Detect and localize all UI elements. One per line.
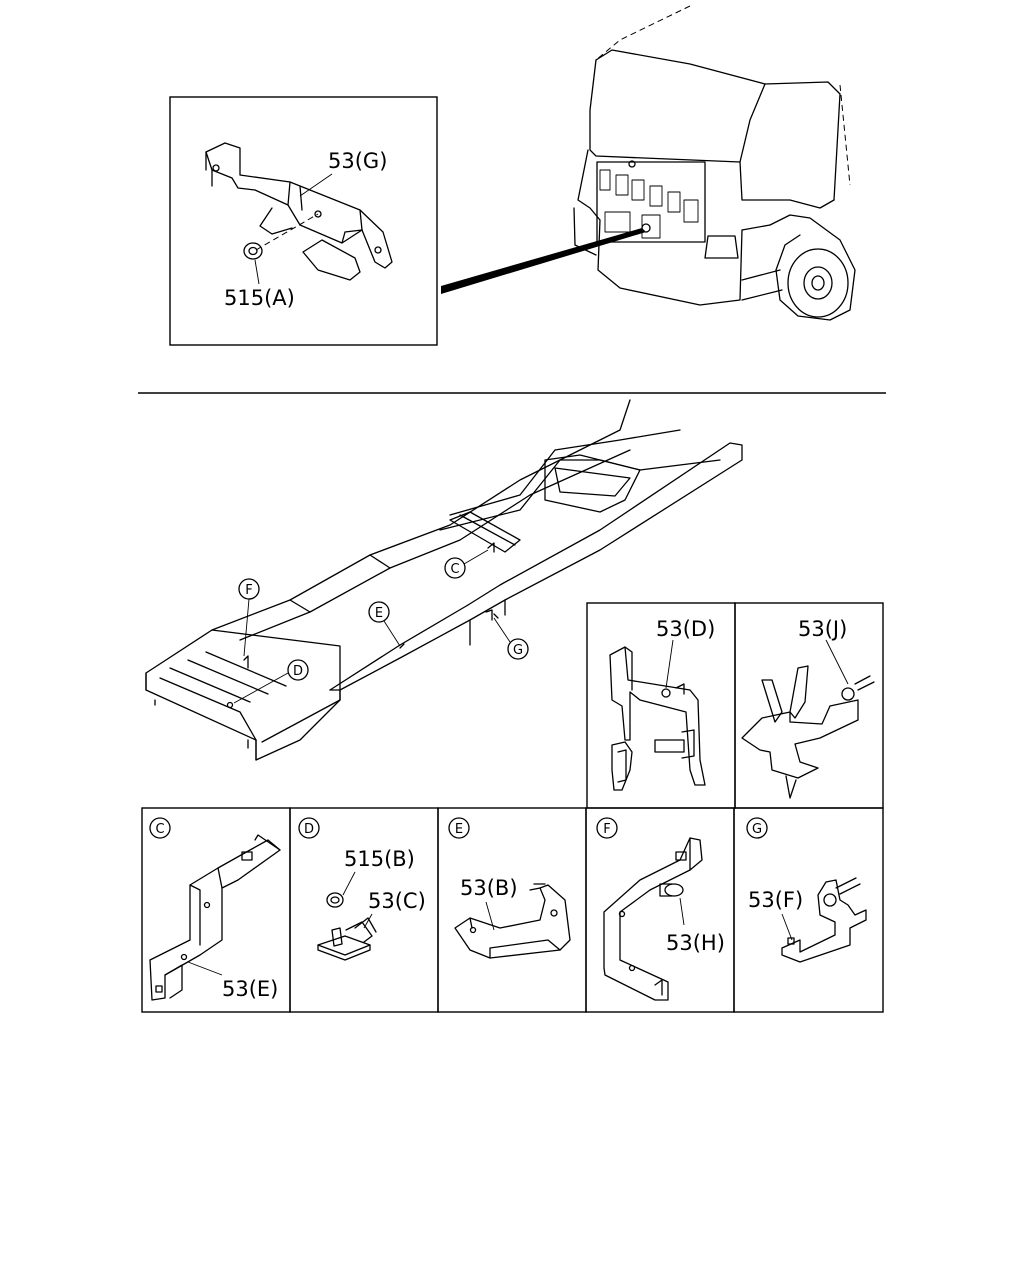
- panel-d-content: D 515(B) 53(C): [298, 817, 426, 961]
- detail-panels-right: 53(D) 53(J): [586, 602, 884, 809]
- leader-53g: [299, 173, 333, 197]
- location-marker-e: E: [368, 601, 401, 647]
- svg-text:E: E: [375, 606, 383, 621]
- svg-text:G: G: [513, 643, 523, 658]
- callout-53d: 53(D): [656, 617, 715, 641]
- panel-g-content: G 53(F): [746, 817, 867, 963]
- callout-53b: 53(B): [460, 876, 518, 900]
- detail-frame: [169, 96, 438, 346]
- svg-text:F: F: [245, 583, 252, 598]
- panel-g: [733, 807, 884, 1013]
- bracket-53j-drawing: 53(J): [741, 617, 875, 799]
- location-marker-c: C: [444, 549, 489, 579]
- leader-515a: [254, 259, 260, 285]
- truck-rear-drawing: [573, 5, 856, 321]
- svg-text:E: E: [455, 822, 463, 837]
- callout-53c: 53(C): [368, 889, 426, 913]
- callout-53h: 53(H): [666, 931, 725, 955]
- callout-53e: 53(E): [222, 977, 278, 1001]
- svg-text:D: D: [293, 664, 303, 679]
- panel-e: [437, 807, 587, 1013]
- bracket-53d-drawing: 53(D): [609, 617, 715, 791]
- nut-515a-drawing: [243, 242, 263, 260]
- callout-53f: 53(F): [748, 888, 803, 912]
- callout-515a: 515(A): [224, 286, 295, 310]
- location-marker-g: G: [493, 617, 529, 660]
- detail-box-rear-bracket: 53(G) 515(A): [169, 96, 438, 346]
- callout-53g: 53(G): [328, 149, 387, 173]
- callout-53j: 53(J): [798, 617, 847, 641]
- panel-c-content: C 53(E): [149, 817, 281, 1001]
- bracket-53g-drawing: [205, 142, 393, 281]
- detail-panels-bottom: C 53(E) D 515(B) 53(C): [141, 807, 884, 1013]
- svg-text:C: C: [450, 562, 459, 577]
- svg-text:G: G: [752, 822, 762, 837]
- svg-text:F: F: [603, 822, 610, 837]
- panel-e-content: E 53(B): [448, 817, 571, 959]
- chassis-frame-drawing: [145, 399, 743, 761]
- detail-pointer: [441, 228, 646, 294]
- svg-text:C: C: [155, 822, 164, 837]
- location-marker-d: D: [233, 659, 309, 704]
- panel-f-content: F 53(H): [596, 817, 725, 1001]
- svg-text:D: D: [304, 822, 314, 837]
- location-marker-f: F: [238, 578, 260, 657]
- callout-515b: 515(B): [344, 847, 415, 871]
